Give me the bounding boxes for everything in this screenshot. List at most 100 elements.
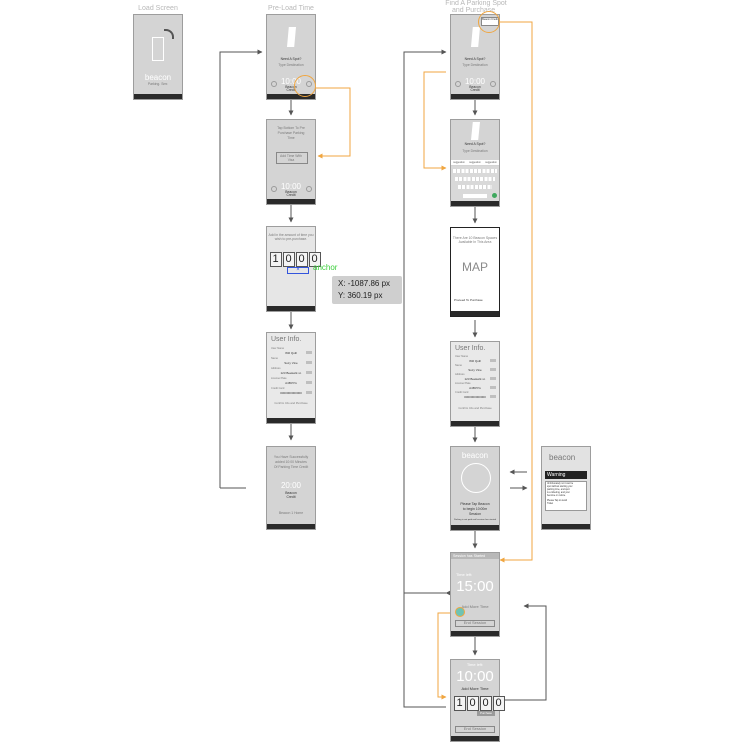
edit-username-button[interactable] [490, 359, 496, 362]
highlight-link-find-keyboard [423, 71, 447, 171]
amount-instruction-2: wish to pre-purchase. [274, 237, 308, 241]
field-label-address: Address [455, 373, 465, 376]
space-bar[interactable] [463, 194, 487, 198]
credit-time: 10:00 [280, 77, 302, 86]
keyboard[interactable] [451, 166, 499, 202]
end-session-label: End Session [463, 620, 487, 625]
enter-key[interactable] [492, 193, 497, 198]
key-row-3[interactable] [458, 185, 492, 189]
add-time-icon[interactable] [306, 186, 312, 192]
purchase-button[interactable]: Purchase [477, 711, 495, 716]
session-time: 15:00 [456, 578, 494, 595]
digit-3[interactable]: 0 [295, 252, 308, 267]
edit-card-button[interactable] [306, 391, 312, 394]
warning-body: Unfortunately no it can be spot without … [545, 481, 587, 511]
info-icon[interactable] [455, 81, 461, 87]
tap-line-2: to begin 10:00m [462, 507, 488, 511]
edit-username-button[interactable] [306, 351, 312, 354]
nav-bar [451, 421, 499, 426]
credit-label-2: Credit [286, 495, 296, 499]
column-title-find-l2: and Purchase [452, 7, 496, 14]
digit-2[interactable]: 0 [282, 252, 295, 267]
edit-name-button[interactable] [490, 368, 496, 371]
home-link[interactable]: Beacon 1 Home [278, 511, 304, 515]
highlight-link-preload [316, 87, 351, 159]
digit-1[interactable]: 1 [269, 252, 282, 267]
suggestion-3[interactable]: suggestion [485, 161, 497, 164]
beacon-logo-icon [471, 27, 480, 47]
arrow-loop-left [403, 298, 446, 708]
field-value-username: Will Quill [285, 351, 297, 355]
digit-4[interactable]: 0 [308, 252, 321, 267]
suggestion-2[interactable]: suggestion [469, 161, 481, 164]
type-destination-text[interactable]: Type Destination [462, 149, 488, 153]
arrow-loop-right [500, 603, 547, 701]
key-row-1[interactable] [453, 169, 497, 173]
add-time-visa-label-1: Add Time With [279, 154, 303, 158]
info-icon[interactable] [271, 81, 277, 87]
amount-instruction-1: Add in the amount of time you [268, 233, 314, 237]
edit-address-button[interactable] [306, 371, 312, 374]
edit-plate-button[interactable] [490, 386, 496, 389]
info-icon[interactable] [271, 186, 277, 192]
end-session-button[interactable] [455, 620, 495, 627]
readout-y: Y: 360.19 px [338, 291, 383, 300]
map-label[interactable]: MAP [461, 260, 488, 274]
edit-name-button[interactable] [306, 361, 312, 364]
instruction-line-2: Purchase Parking [277, 131, 305, 135]
edit-card-button[interactable] [490, 395, 496, 398]
column-title-preload: Pre-Load Time [268, 5, 314, 12]
edit-address-button[interactable] [490, 377, 496, 380]
instruction-line-3: Time [287, 136, 295, 140]
field-label-card: Credit Card [271, 387, 285, 390]
warning-screen: beacon Warning Unfortunately no it can b… [541, 446, 591, 530]
field-label-card: Credit Card [455, 391, 469, 394]
add-time-icon[interactable] [490, 81, 496, 87]
highlight-link-addtime [437, 612, 460, 700]
highlight-beacon-credit [478, 11, 500, 33]
digit-1[interactable]: 1 [453, 696, 466, 711]
digit-3[interactable]: 0 [479, 696, 492, 711]
suggestion-1[interactable]: suggestion [453, 161, 465, 164]
nav-bar [267, 306, 315, 311]
beacon-logo-icon [471, 122, 480, 140]
confirm-purchase-link[interactable]: Confirm Info and Purchase [274, 401, 308, 405]
credit-label-2: Credit [286, 193, 296, 197]
field-value-card: 0000000000000 [280, 391, 302, 395]
preload-amount-screen: Add in the amount of time you wish to pr… [266, 226, 321, 312]
type-destination-text[interactable]: Type Destination [462, 63, 488, 67]
beacon-target-icon[interactable] [461, 463, 491, 493]
need-spot-text: Need A Spot? [464, 57, 486, 61]
selection-box[interactable]: × [287, 267, 309, 274]
nav-bar [134, 94, 182, 99]
warning-prompt-1: Please Tap to avoid [547, 500, 568, 502]
add-more-time-label[interactable]: Add More Time [461, 604, 489, 609]
field-label-plate: License Plate [455, 382, 471, 385]
proceed-purchase-button[interactable]: Proceed To Purchase [454, 298, 483, 302]
nav-bar [267, 94, 315, 99]
credit-time: 10:00 [280, 182, 302, 191]
credit-label-1: Beacon [285, 491, 297, 495]
nav-bar [451, 94, 499, 99]
field-value-plate: A4B3YG [285, 381, 297, 385]
warning-body-1: Unfortunately no it can be [547, 483, 574, 485]
suggestion-bar[interactable]: suggestion suggestion suggestion [451, 160, 499, 165]
success-line-3: Of Parking Time Credit [273, 465, 309, 469]
credit-label-2: Credit [286, 88, 296, 92]
digit-4[interactable]: 0 [492, 696, 505, 711]
end-session-button[interactable] [455, 726, 495, 733]
highlight-add-time-button [455, 607, 465, 617]
field-label-name: Name [455, 364, 462, 367]
key-row-2[interactable] [455, 177, 495, 181]
find-keyboard-screen: Need A Spot? Type Destination suggestion… [450, 119, 500, 207]
field-label-username: User Name [455, 355, 469, 358]
digit-2[interactable]: 0 [466, 696, 479, 711]
confirm-purchase-link[interactable]: Confirm Info and Purchase [458, 406, 492, 410]
edit-plate-button[interactable] [306, 381, 312, 384]
add-time-visa-button[interactable] [276, 152, 308, 164]
load-screen: beacon Parking. Smr. [133, 14, 183, 100]
warning-body-2: spot without starting your [547, 486, 573, 488]
